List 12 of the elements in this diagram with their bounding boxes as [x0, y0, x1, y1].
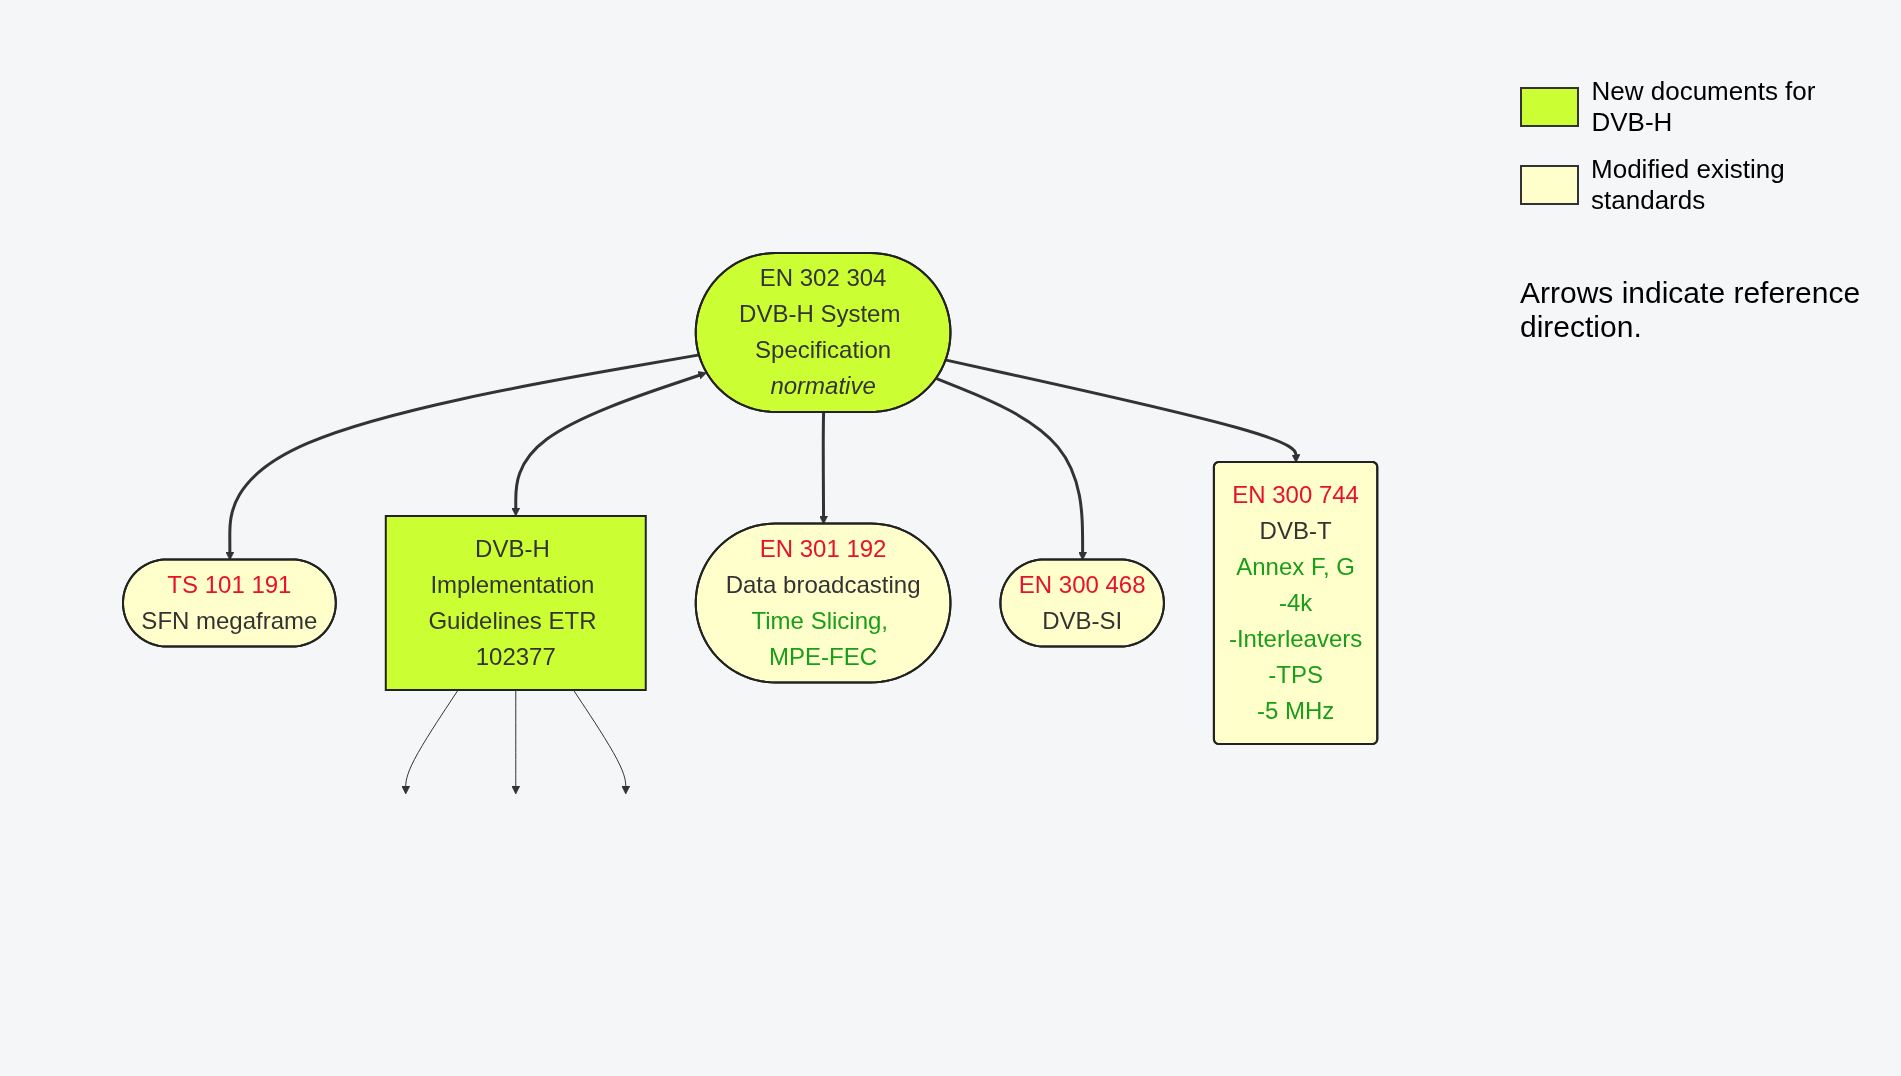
arrow: [401, 689, 459, 794]
node-box: DVB-H Implementation Guidelines ETR 102377: [384, 514, 647, 691]
legend-label: Modified existing standards: [1591, 154, 1786, 216]
arrow: [511, 370, 707, 516]
arrow: [935, 376, 1087, 560]
arrow: [945, 358, 1301, 463]
arrow: [511, 689, 520, 794]
arrow: [225, 352, 700, 560]
note-text: Arrows indicate reference direction.: [1520, 276, 1862, 344]
legend-label: New documents for DVB-H: [1591, 76, 1817, 138]
arrow: [819, 411, 828, 524]
arrow: [572, 689, 630, 794]
